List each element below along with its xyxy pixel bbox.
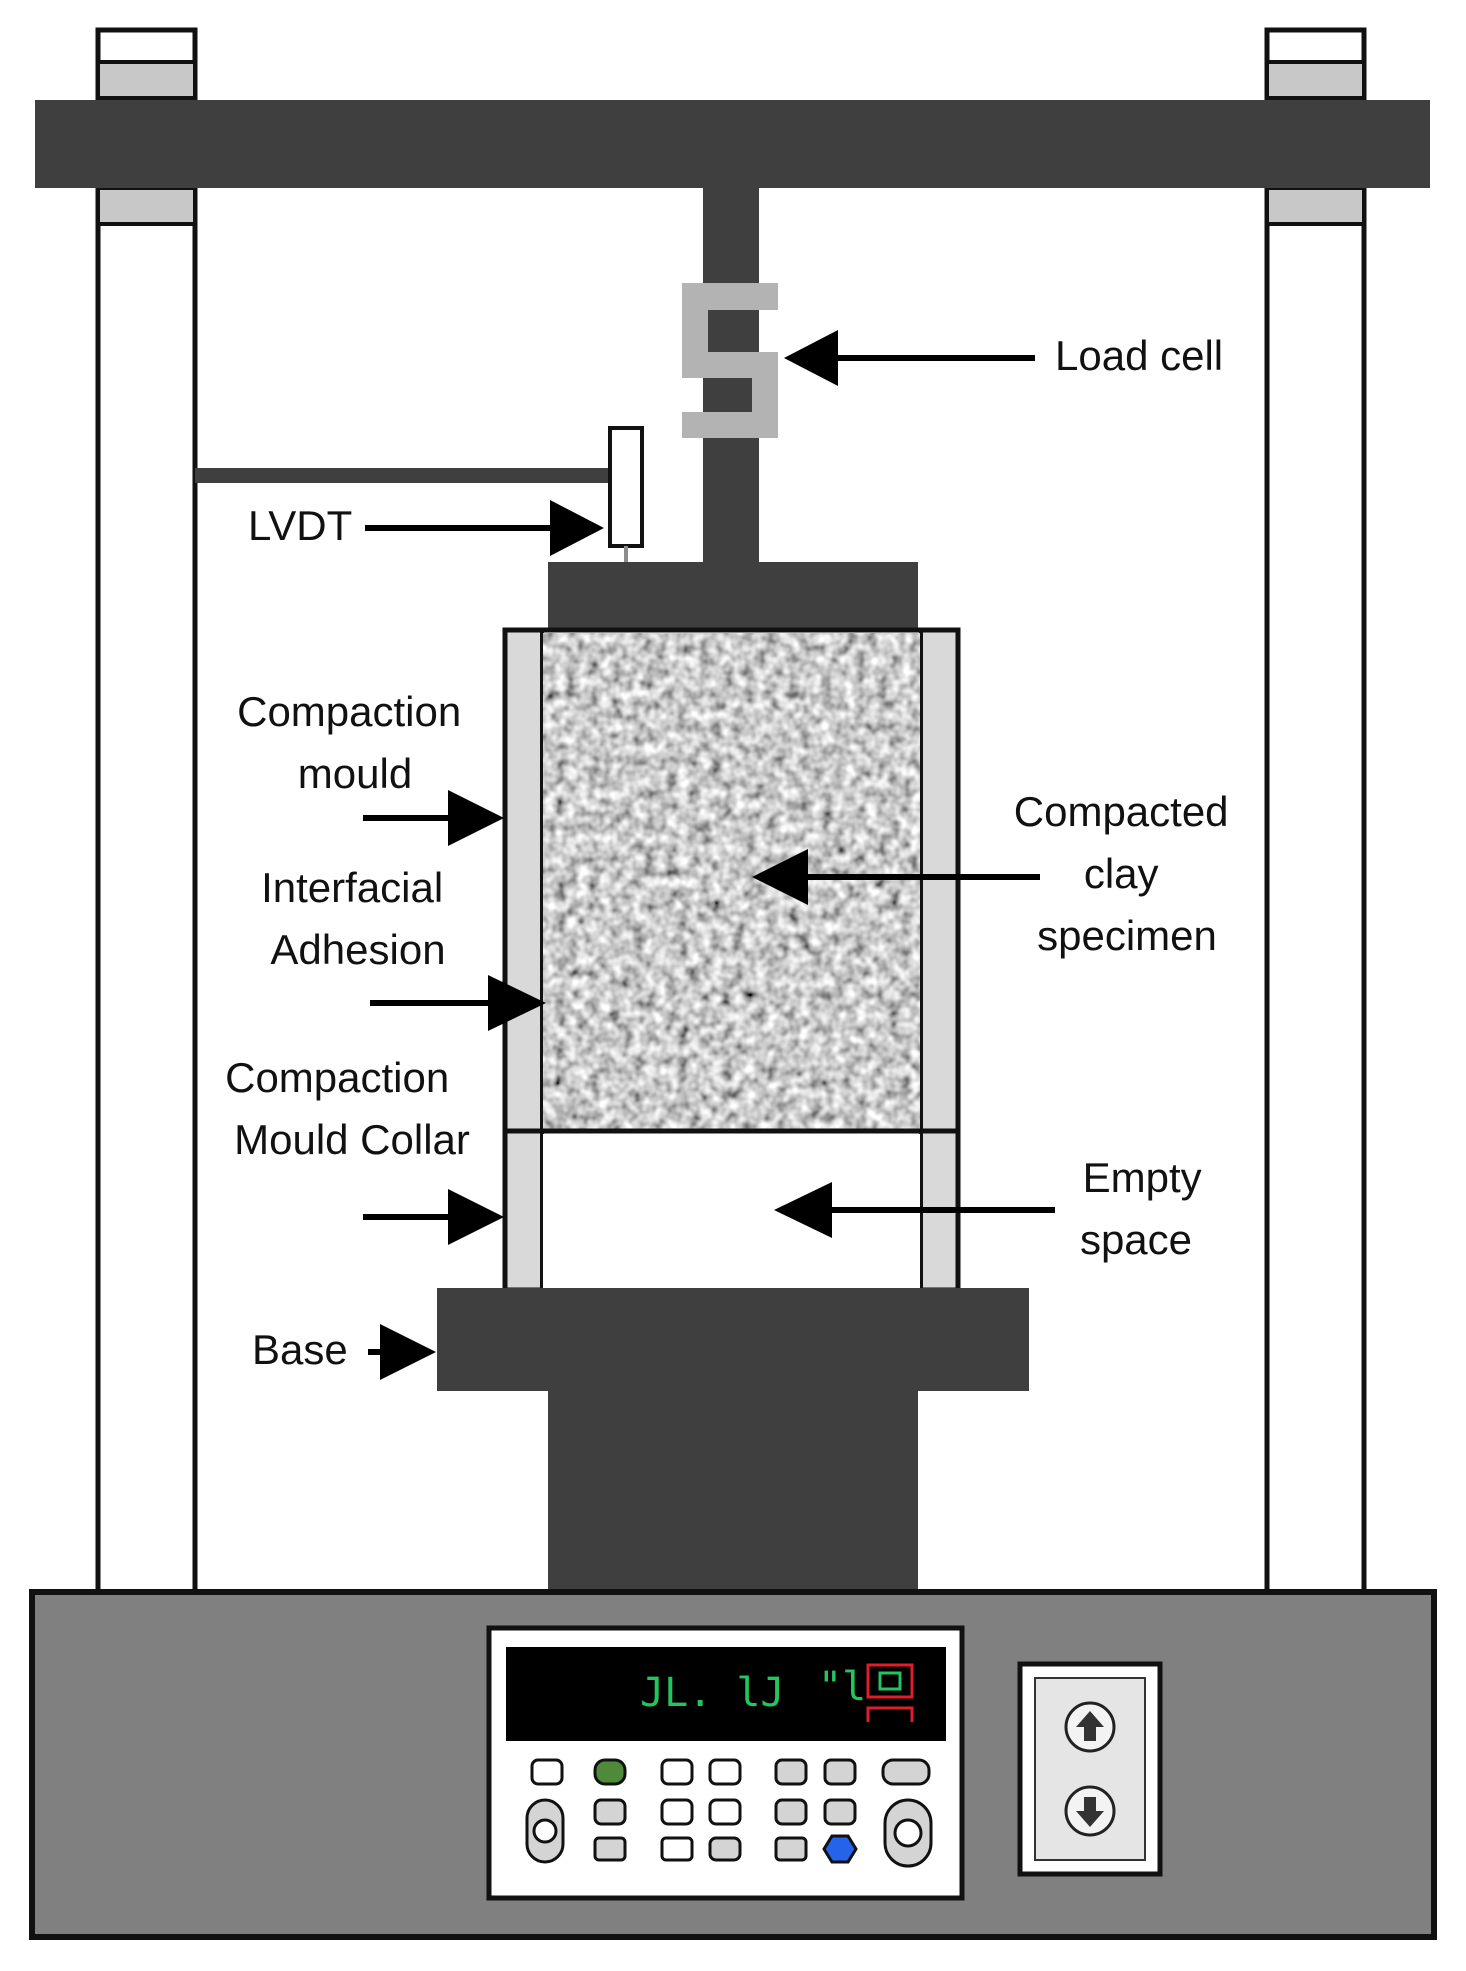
selector-knob[interactable] [881, 1758, 931, 1786]
lvdt-arm [195, 468, 613, 483]
key-button[interactable] [660, 1798, 694, 1826]
lcd-indicator [866, 1663, 914, 1699]
left-column [95, 27, 198, 1598]
key-button[interactable] [708, 1758, 742, 1786]
key-button[interactable] [593, 1758, 627, 1786]
key-button[interactable] [660, 1836, 694, 1862]
load-cell-arrow [784, 330, 1035, 386]
collar-label: Compaction Mould Collar [225, 1054, 470, 1163]
compaction-mould-arrow [363, 790, 504, 846]
base-label: Base [252, 1326, 348, 1373]
key-button[interactable] [823, 1758, 857, 1786]
arrow-down-icon [1076, 1797, 1104, 1827]
key-button[interactable] [530, 1758, 564, 1786]
clay-specimen-label-line: specimen [1037, 912, 1217, 959]
lvdt-sensor [608, 426, 644, 548]
key-button[interactable] [774, 1836, 808, 1862]
compaction-mould-label-line: Compaction [237, 688, 461, 735]
collar-label-line: Compaction [225, 1054, 449, 1101]
collar-arrow [363, 1189, 504, 1245]
lcd-indicator-bar [866, 1706, 914, 1722]
right-column [1264, 27, 1367, 1598]
arrow-up-icon [1076, 1711, 1104, 1741]
base-plate [437, 1288, 1029, 1391]
empty-space-label-line: Empty [1083, 1154, 1202, 1201]
compaction-mould-label: Compaction mould [237, 688, 473, 797]
load-cell [682, 283, 778, 438]
empty-space-label: Empty space [1080, 1154, 1213, 1263]
key-button[interactable] [593, 1798, 627, 1826]
interfacial-adhesion-label-line: Adhesion [270, 926, 445, 973]
lvdt-arrow [365, 500, 604, 556]
key-button[interactable] [708, 1836, 742, 1862]
key-button[interactable] [593, 1836, 627, 1862]
down-button[interactable] [1064, 1785, 1116, 1837]
key-button[interactable] [823, 1798, 857, 1826]
jog-control [1017, 1661, 1163, 1877]
interfacial-adhesion-arrow [370, 975, 546, 1031]
empty-space-arrow [774, 1182, 1055, 1238]
interfacial-adhesion-label: Interfacial Adhesion [261, 864, 455, 973]
lcd-unit-mark: "l [818, 1664, 866, 1710]
clay-specimen [543, 633, 920, 1131]
up-button[interactable] [1064, 1701, 1116, 1753]
compaction-mould-label-line: mould [298, 750, 412, 797]
loading-head [548, 562, 918, 632]
collar-label-line: Mould Collar [234, 1116, 470, 1163]
key-button[interactable] [774, 1758, 808, 1786]
clay-specimen-label-line: clay [1084, 850, 1159, 897]
clay-specimen-arrow [752, 849, 1040, 905]
clay-specimen-label-line: Compacted [1014, 788, 1229, 835]
base-pedestal [548, 1391, 918, 1596]
key-button[interactable] [708, 1798, 742, 1826]
lvdt-label: LVDT [248, 502, 352, 549]
key-button[interactable] [660, 1758, 694, 1786]
lcd-reading: JL. lJ [640, 1670, 785, 1716]
clay-specimen-label: Compacted clay specimen [1014, 788, 1240, 959]
key-button[interactable] [822, 1834, 858, 1864]
lcd-screen [506, 1647, 946, 1741]
load-cell-label: Load cell [1055, 332, 1223, 379]
key-button[interactable] [774, 1798, 808, 1826]
empty-space-label-line: space [1080, 1216, 1192, 1263]
base-arrow [368, 1324, 436, 1380]
control-panel: JL. lJ "l [486, 1625, 965, 1901]
top-crossbeam [35, 100, 1430, 188]
interfacial-adhesion-label-line: Interfacial [261, 864, 443, 911]
